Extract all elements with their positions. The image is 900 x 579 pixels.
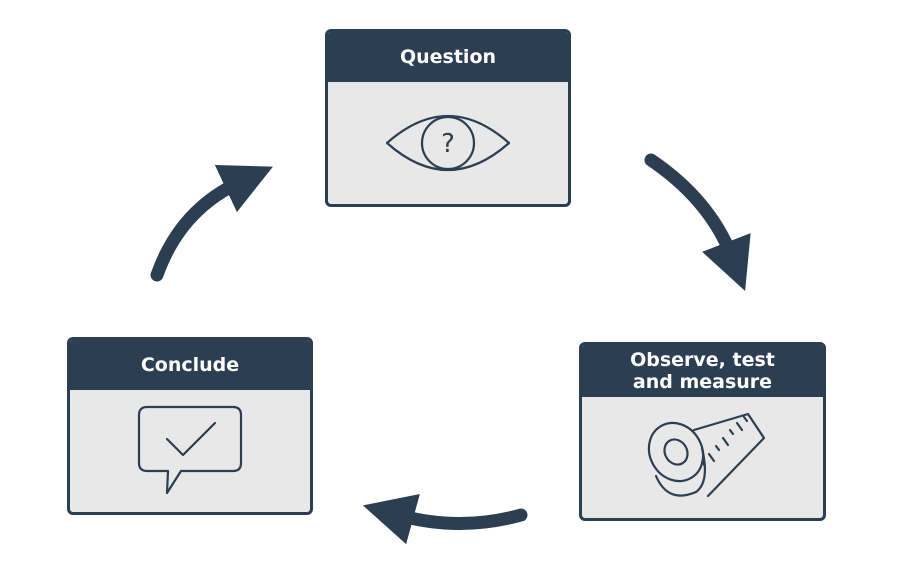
step-title-question: Question bbox=[328, 32, 568, 82]
step-card-question: Question ? bbox=[325, 29, 571, 207]
step-title-conclude: Conclude bbox=[70, 340, 310, 390]
arrow-observe-to-conclude bbox=[362, 494, 528, 545]
step-title-observe-line2: and measure bbox=[632, 371, 773, 393]
step-title-observe: Observe, test and measure bbox=[582, 345, 823, 397]
speech-bubble-check-icon bbox=[137, 405, 243, 495]
step-body-question: ? bbox=[328, 82, 568, 204]
arrow-conclude-to-question bbox=[150, 165, 273, 282]
svg-text:?: ? bbox=[441, 129, 455, 159]
step-card-observe: Observe, test and measure bbox=[579, 342, 826, 521]
tape-measure-icon bbox=[647, 412, 765, 497]
step-card-conclude: Conclude bbox=[67, 337, 313, 515]
step-title-observe-line1: Observe, test bbox=[630, 349, 775, 371]
step-body-observe bbox=[582, 397, 823, 518]
step-body-conclude bbox=[70, 390, 310, 512]
arrow-question-to-observe bbox=[644, 153, 751, 291]
eye-question-icon: ? bbox=[385, 115, 511, 171]
